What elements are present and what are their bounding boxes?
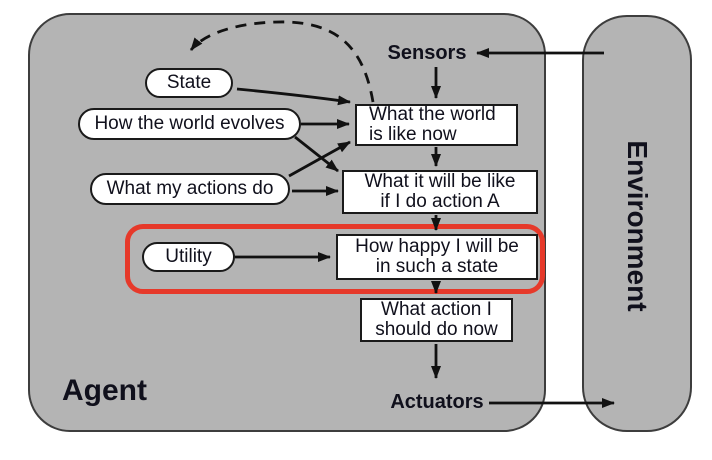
box-what-action-i-should-do-line2: should do now: [375, 319, 498, 340]
box-how-happy-i-will-be: How happy I will be in such a state: [336, 234, 538, 280]
box-what-it-will-be-like-line1: What it will be like: [364, 171, 516, 192]
actuators-label: Actuators: [390, 391, 484, 413]
agent-panel-label: Agent: [62, 374, 147, 407]
environment-panel-label: Environment: [622, 140, 653, 312]
box-what-it-will-be-like-line2: if I do action A: [380, 191, 500, 212]
utility-highlight-box: [125, 224, 545, 294]
box-what-action-i-should-do: What action I should do now: [360, 298, 513, 342]
oval-state-label: State: [166, 72, 212, 93]
oval-state: State: [145, 68, 233, 98]
sensors-label: Sensors: [387, 42, 467, 64]
box-how-happy-i-will-be-line2: in such a state: [375, 256, 499, 277]
box-world-is-like-now-line1: What the world: [369, 104, 496, 125]
box-how-happy-i-will-be-line1: How happy I will be: [355, 236, 519, 257]
oval-utility-label: Utility: [165, 246, 212, 267]
box-what-action-i-should-do-line1: What action I: [381, 299, 492, 320]
environment-panel: [582, 15, 692, 432]
oval-how-world-evolves: How the world evolves: [78, 108, 301, 140]
oval-how-world-evolves-label: How the world evolves: [94, 113, 285, 134]
agent-panel: [28, 13, 546, 432]
oval-utility: Utility: [142, 242, 235, 272]
oval-what-my-actions-do-label: What my actions do: [106, 178, 274, 199]
oval-what-my-actions-do: What my actions do: [90, 173, 290, 205]
box-what-it-will-be-like: What it will be like if I do action A: [342, 170, 538, 214]
box-world-is-like-now: What the world is like now: [355, 104, 518, 146]
box-world-is-like-now-line2: is like now: [369, 124, 457, 145]
